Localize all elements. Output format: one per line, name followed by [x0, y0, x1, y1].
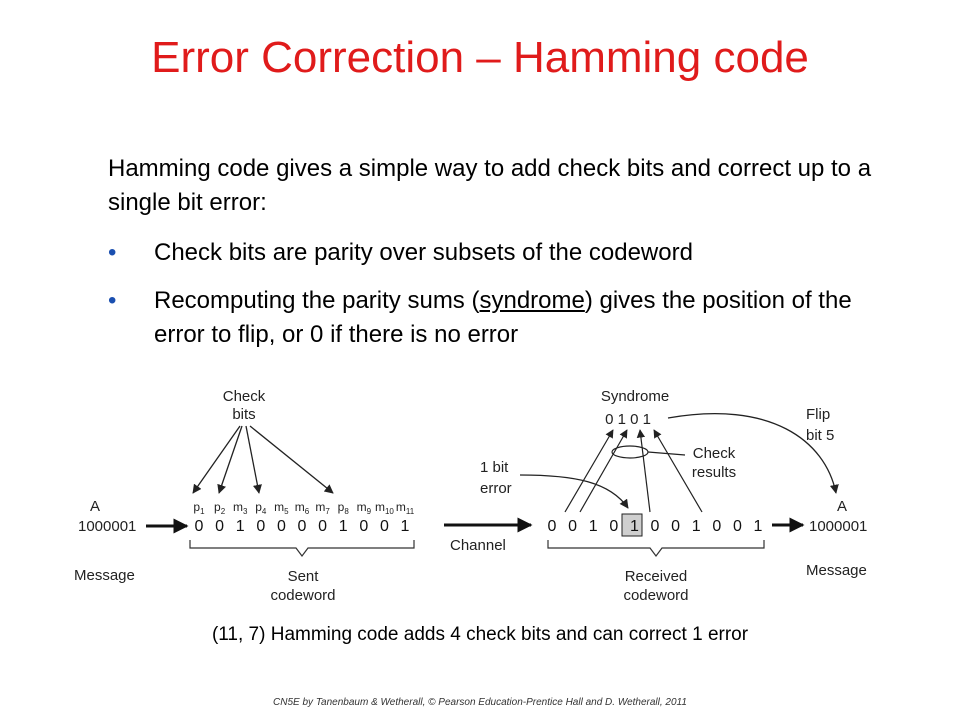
- syndrome-term: syndrome: [479, 287, 585, 314]
- received-bit: 0: [712, 518, 721, 535]
- received-label-2: codeword: [623, 587, 688, 604]
- position-label: p1: [193, 500, 205, 516]
- sent-bit: 0: [195, 518, 204, 535]
- received-bit: 0: [651, 518, 660, 535]
- sent-bit: 0: [380, 518, 389, 535]
- check-bit-arrows: [192, 425, 334, 494]
- sent-bit: 0: [277, 518, 286, 535]
- output-label: Message: [806, 562, 867, 579]
- syndrome-label: Syndrome: [601, 388, 669, 405]
- sent-bit: 1: [339, 518, 348, 535]
- flip-label-1: Flip: [806, 406, 830, 423]
- flip-label-2: bit 5: [806, 427, 834, 444]
- check-results-label-2: results: [692, 464, 736, 481]
- received-bit: 0: [609, 518, 618, 535]
- intro-text: Hamming code gives a simple way to add c…: [108, 155, 872, 216]
- position-label: m3: [233, 500, 248, 516]
- check-results-label-1: Check: [693, 445, 736, 462]
- position-label: m7: [315, 500, 330, 516]
- received-bit: 1: [754, 518, 763, 535]
- sent-bit: 0: [256, 518, 265, 535]
- error-label-1: 1 bit: [480, 459, 509, 476]
- position-label: p2: [214, 500, 226, 516]
- message-bits: 1000001: [78, 518, 136, 535]
- footer-credit: CN5E by Tanenbaum & Wetherall, © Pearson…: [273, 697, 687, 708]
- received-bit: 1: [630, 518, 639, 535]
- output-letter: A: [837, 498, 847, 515]
- sent-bit: 0: [215, 518, 224, 535]
- sent-brace: [189, 540, 415, 557]
- sent-label-2: codeword: [270, 587, 335, 604]
- position-label: m9: [357, 500, 372, 516]
- received-brace: [547, 540, 765, 557]
- received-bit: 0: [568, 518, 577, 535]
- sent-bit: 0: [298, 518, 307, 535]
- sent-bit: 0: [359, 518, 368, 535]
- bullet-2-text-post: ) gives the position of the error to fli…: [154, 287, 852, 348]
- bullet-item-1: • Check bits are parity over subsets of …: [108, 236, 898, 270]
- error-arrow: [519, 474, 629, 509]
- message-label: Message: [74, 567, 135, 584]
- received-bit: 0: [671, 518, 680, 535]
- sent-label-1: Sent: [288, 568, 320, 585]
- sent-bit: 1: [236, 518, 245, 535]
- received-label-1: Received: [625, 568, 688, 585]
- slide-title: Error Correction – Hamming code: [151, 33, 809, 82]
- syndrome-bits: 0 1 0 1: [605, 411, 651, 428]
- bullet-2-text-pre: Recomputing the parity sums (: [154, 287, 480, 314]
- received-bit: 0: [733, 518, 742, 535]
- check-results-pointer: [647, 451, 686, 456]
- message-letter: A: [90, 498, 100, 515]
- flip-arrow: [667, 413, 839, 494]
- position-label: m6: [295, 500, 310, 516]
- error-bit-highlight: [621, 513, 643, 537]
- figure-caption: (11, 7) Hamming code adds 4 check bits a…: [211, 624, 749, 645]
- check-bits-label-1: Check: [223, 388, 266, 405]
- output-bits: 1000001: [809, 518, 867, 535]
- bullet-dot: •: [108, 239, 117, 266]
- sent-bit: 1: [401, 518, 410, 535]
- received-bit: 1: [589, 518, 598, 535]
- received-bit: 0: [548, 518, 557, 535]
- bullet-dot: •: [108, 287, 117, 314]
- bullet-list: • Check bits are parity over subsets of …: [108, 236, 898, 366]
- channel-label: Channel: [450, 537, 506, 554]
- sent-bit: 0: [318, 518, 327, 535]
- position-label: m5: [274, 500, 289, 516]
- bullet-item-2: • Recomputing the parity sums (syndrome)…: [108, 284, 898, 352]
- position-label: p4: [255, 500, 267, 516]
- position-label: m11: [396, 500, 415, 516]
- position-label: m10: [375, 500, 394, 516]
- received-bit: 1: [692, 518, 701, 535]
- position-label: p8: [338, 500, 350, 516]
- error-label-2: error: [480, 480, 512, 497]
- check-bits-label-2: bits: [232, 406, 255, 423]
- syndrome-arrows: [564, 429, 703, 513]
- bullet-1-text: Check bits are parity over subsets of th…: [154, 239, 693, 266]
